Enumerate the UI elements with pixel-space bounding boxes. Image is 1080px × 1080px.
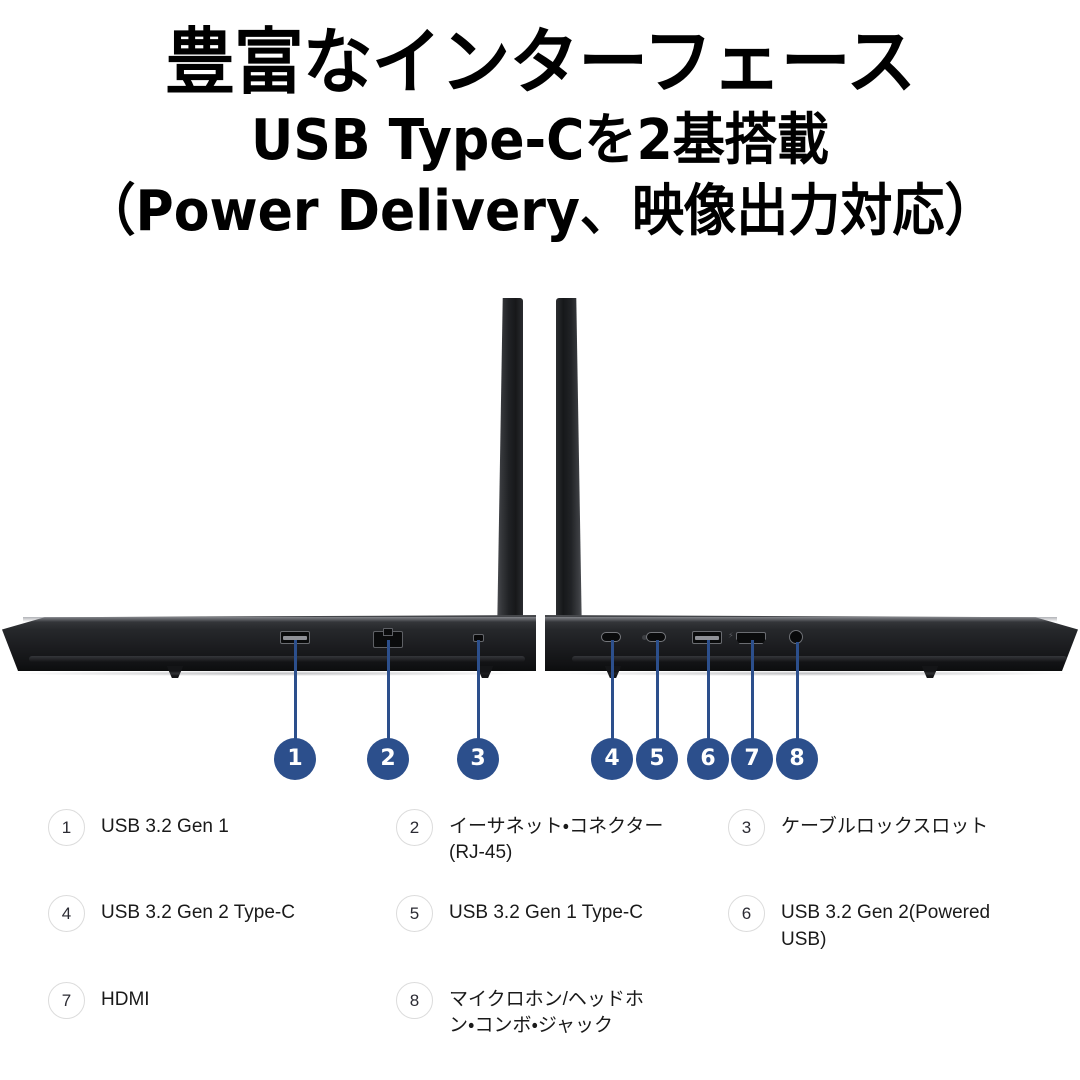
ethernet-port bbox=[373, 628, 403, 648]
legend-label: マイクロホン/ヘッドホ ン・コンボ・ジャック bbox=[449, 988, 644, 1037]
usb-battery-glyph: ⚡ bbox=[728, 631, 734, 640]
callout-badge-3[interactable]: 3 bbox=[457, 738, 499, 780]
page-title: 豊富なインターフェース bbox=[165, 20, 916, 104]
callout-leader-line bbox=[656, 640, 659, 740]
legend-row: 7 HDMI 8 マイクロホン/ヘッドホ ン・コンボ・ジャック bbox=[48, 981, 1048, 1039]
laptop-foot bbox=[166, 666, 184, 678]
laptop-left-base bbox=[2, 615, 536, 678]
legend-number-badge: 5 bbox=[396, 895, 433, 933]
callout-leader-line bbox=[751, 640, 754, 740]
legend-number-badge: 8 bbox=[396, 981, 433, 1019]
product-photo-stage: ⚡ bbox=[0, 290, 1080, 800]
chassis-underlip bbox=[571, 656, 1068, 662]
legend-item-5[interactable]: 5 USB 3.2 Gen 1 Type-C bbox=[396, 894, 728, 933]
legend-list: 1 USB 3.2 Gen 1 2 イーサネット・コネクター (RJ-45) 3 ケーブル… bbox=[48, 808, 1048, 1067]
legend-number-badge: 6 bbox=[728, 895, 765, 933]
drop-shadow bbox=[550, 671, 1070, 676]
legend-number-badge: 3 bbox=[728, 809, 765, 846]
callout-leader-line bbox=[707, 640, 710, 740]
legend-label: USB 3.2 Gen 2(Powered USB) bbox=[781, 902, 991, 950]
legend-item-4[interactable]: 4 USB 3.2 Gen 2 Type-C bbox=[48, 894, 396, 933]
callout-leader-line bbox=[477, 640, 480, 740]
chassis-underlip bbox=[28, 656, 526, 662]
legend-number-badge: 4 bbox=[48, 895, 85, 933]
page-subtitle-line-2: （Power Delivery、映像出力対応） bbox=[83, 178, 997, 244]
drop-shadow bbox=[10, 671, 530, 676]
legend-label: イーサネット・コネクター (RJ-45) bbox=[449, 816, 664, 864]
callout-badge-6[interactable]: 6 bbox=[687, 738, 729, 780]
page-subtitle-line-1: USB Type-Cを2基搭載 bbox=[251, 108, 829, 174]
laptop-left-chassis bbox=[2, 615, 536, 671]
legend-label: HDMI bbox=[101, 988, 150, 1010]
legend-label: ケーブルロックスロット bbox=[781, 816, 989, 837]
callout-badge-1[interactable]: 1 bbox=[274, 738, 316, 780]
callout-badge-2[interactable]: 2 bbox=[367, 738, 409, 780]
legend-number-badge: 2 bbox=[396, 809, 433, 846]
laptop-foot bbox=[476, 666, 494, 678]
callout-badge-7[interactable]: 7 bbox=[731, 738, 773, 780]
status-indicator-dot bbox=[642, 635, 647, 640]
callout-leader-line bbox=[387, 640, 390, 740]
legend-item-3[interactable]: 3 ケーブルロックスロット bbox=[728, 808, 1048, 846]
legend-number-badge: 1 bbox=[48, 809, 85, 846]
laptop-right-lid bbox=[556, 298, 582, 638]
heading-block: 豊富なインターフェース USB Type-Cを2基搭載 （Power Deliv… bbox=[0, 20, 1080, 246]
laptop-left-lid bbox=[497, 298, 523, 638]
callout-badge-4[interactable]: 4 bbox=[591, 738, 633, 780]
chassis-top-highlight bbox=[545, 617, 1057, 622]
callout-leader-line bbox=[611, 640, 614, 740]
legend-item-2[interactable]: 2 イーサネット・コネクター (RJ-45) bbox=[396, 808, 728, 866]
chassis-top-highlight bbox=[23, 617, 536, 622]
legend-item-8[interactable]: 8 マイクロホン/ヘッドホ ン・コンボ・ジャック bbox=[396, 981, 728, 1039]
legend-label: USB 3.2 Gen 1 Type-C bbox=[449, 902, 643, 924]
callout-badge-8[interactable]: 8 bbox=[776, 738, 818, 780]
callout-badge-5[interactable]: 5 bbox=[636, 738, 678, 780]
laptop-right-chassis bbox=[545, 615, 1078, 671]
laptop-right-base: ⚡ bbox=[545, 615, 1078, 678]
legend-number-badge: 7 bbox=[48, 981, 85, 1019]
legend-label: USB 3.2 Gen 1 bbox=[101, 816, 229, 837]
legend-item-7[interactable]: 7 HDMI bbox=[48, 981, 396, 1019]
laptop-foot bbox=[921, 666, 939, 678]
usb-a-port bbox=[280, 631, 310, 644]
legend-item-1[interactable]: 1 USB 3.2 Gen 1 bbox=[48, 808, 396, 846]
callout-leader-line bbox=[294, 640, 297, 740]
legend-item-6[interactable]: 6 USB 3.2 Gen 2(Powered USB) bbox=[728, 894, 1048, 952]
legend-row: 1 USB 3.2 Gen 1 2 イーサネット・コネクター (RJ-45) 3 ケーブル… bbox=[48, 808, 1048, 866]
callout-leader-line bbox=[796, 642, 799, 740]
legend-label: USB 3.2 Gen 2 Type-C bbox=[101, 902, 295, 924]
legend-row: 4 USB 3.2 Gen 2 Type-C 5 USB 3.2 Gen 1 Type… bbox=[48, 894, 1048, 952]
